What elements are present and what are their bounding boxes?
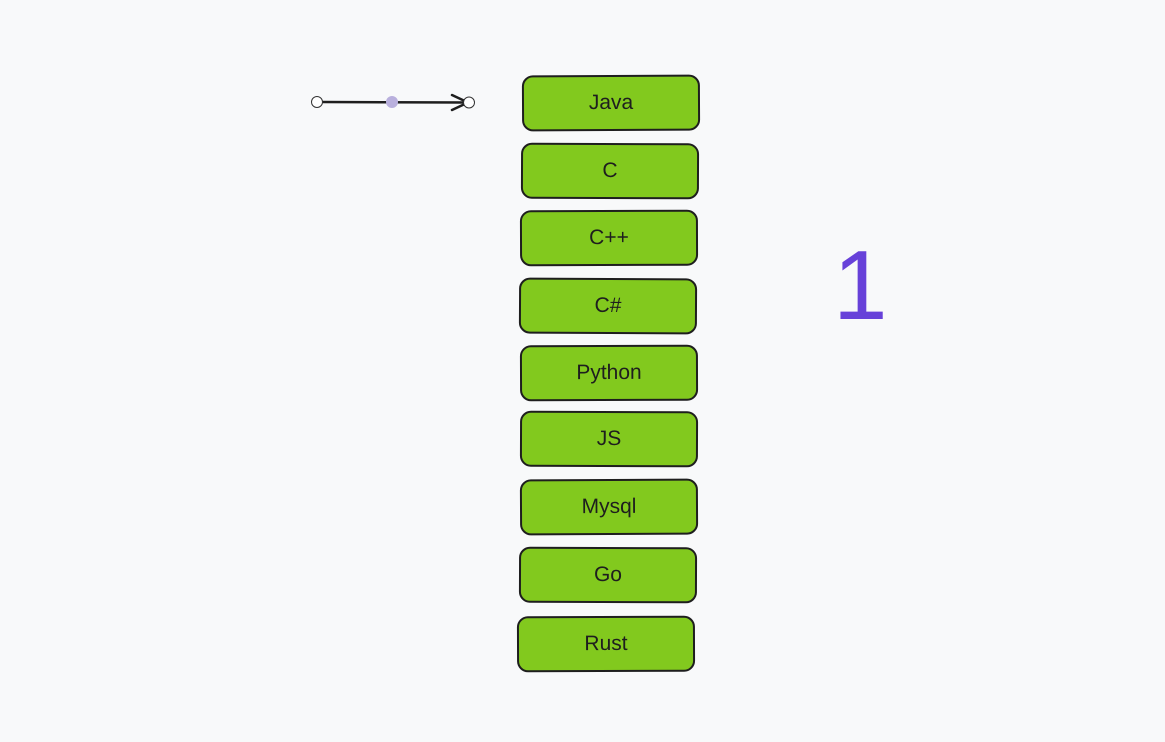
arrow-shaft[interactable] xyxy=(320,100,470,104)
box-c[interactable]: C xyxy=(520,142,700,200)
box-label: C++ xyxy=(589,225,629,250)
counter-text[interactable]: 1 xyxy=(833,230,888,340)
box-label: JS xyxy=(596,426,622,451)
arrow-end-handle[interactable] xyxy=(463,96,475,109)
box-label: Mysql xyxy=(581,494,637,519)
box-label: Java xyxy=(588,90,634,115)
box-rust[interactable]: Rust xyxy=(516,615,696,673)
box-cpp[interactable]: C++ xyxy=(519,209,699,267)
arrow-start-handle[interactable] xyxy=(311,96,323,108)
box-label: Python xyxy=(576,360,642,385)
box-python[interactable]: Python xyxy=(519,344,699,402)
box-csharp[interactable]: C# xyxy=(518,277,698,335)
arrow-right-icon xyxy=(450,93,470,112)
box-java[interactable]: Java xyxy=(521,74,701,132)
box-label: C# xyxy=(594,293,622,318)
box-go[interactable]: Go xyxy=(518,546,698,604)
box-label: Go xyxy=(593,562,623,587)
box-label: Rust xyxy=(584,631,628,656)
arrow-midpoint-handle[interactable] xyxy=(386,96,398,108)
box-label: C xyxy=(602,158,618,183)
box-mysql[interactable]: Mysql xyxy=(519,478,699,536)
box-js[interactable]: JS xyxy=(519,410,699,468)
